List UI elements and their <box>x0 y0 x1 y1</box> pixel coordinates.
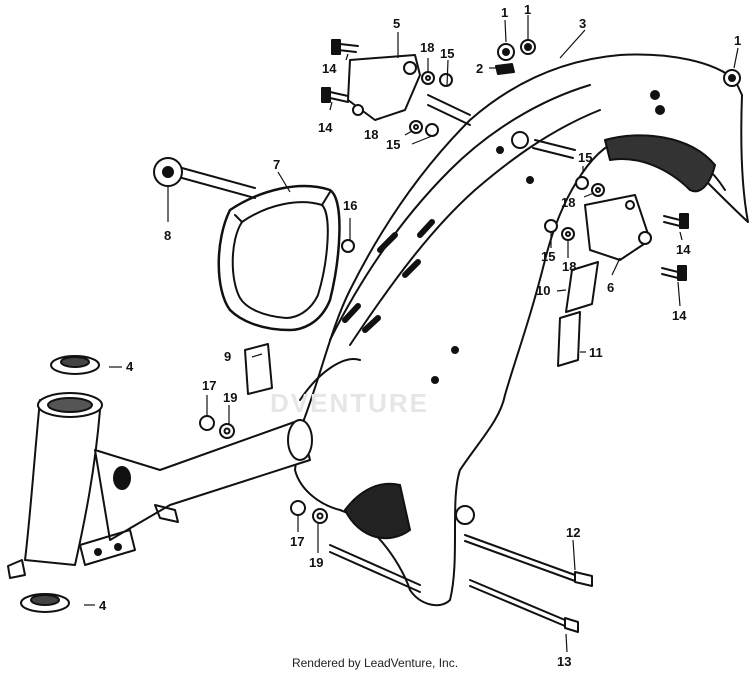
frame-hole <box>451 346 459 354</box>
callout-19: 19 <box>309 555 324 570</box>
washer <box>409 120 423 134</box>
nut <box>341 239 355 253</box>
callout-4: 4 <box>99 598 107 613</box>
knob-rod <box>181 177 256 199</box>
washer <box>591 183 605 197</box>
callout-15: 15 <box>578 150 593 165</box>
nut <box>439 73 453 87</box>
nut <box>199 415 215 431</box>
mount-shade <box>344 482 411 540</box>
bracket-left <box>347 54 421 121</box>
callout-15: 15 <box>440 46 455 61</box>
long-bolt-upper <box>464 534 576 582</box>
washer <box>219 423 235 439</box>
callout-9: 9 <box>224 349 232 364</box>
nut <box>544 219 558 233</box>
callout-18: 18 <box>561 195 576 210</box>
nut <box>290 500 306 516</box>
callout-15: 15 <box>386 137 401 152</box>
frame-hole <box>496 146 504 154</box>
callout-6: 6 <box>607 280 615 295</box>
frame-hole <box>650 90 660 100</box>
frame-slot <box>342 219 435 333</box>
long-bolt-lower <box>469 579 566 627</box>
callout-13: 13 <box>557 654 572 669</box>
stand-lug <box>154 504 179 523</box>
washer <box>561 227 575 241</box>
nut <box>425 123 439 137</box>
steering-head-bore <box>47 397 93 413</box>
callout-14: 14 <box>672 308 687 323</box>
callout-11: 11 <box>589 345 603 360</box>
callout-16: 16 <box>343 198 358 213</box>
washer <box>312 508 328 524</box>
frame-rib <box>299 358 361 401</box>
callout-1: 1 <box>734 33 742 48</box>
bracket-right <box>584 194 651 261</box>
fender-shade <box>604 134 716 193</box>
gusset-bracket <box>79 529 136 566</box>
callout-14: 14 <box>322 61 337 76</box>
callout-14: 14 <box>318 120 333 135</box>
label-9 <box>244 343 273 395</box>
callout-2: 2 <box>476 61 484 76</box>
bottom-tab <box>7 559 26 579</box>
callout-4: 4 <box>126 359 134 374</box>
label-11 <box>557 311 581 367</box>
callout-3: 3 <box>579 16 587 31</box>
down-tube <box>94 419 311 541</box>
stud <box>427 94 471 126</box>
clip <box>495 63 515 75</box>
tube-end <box>287 419 313 461</box>
frame-rib <box>349 109 601 346</box>
washer <box>421 71 435 85</box>
callout-18: 18 <box>364 127 379 142</box>
callout-12: 12 <box>566 525 581 540</box>
frame-rib <box>329 84 591 341</box>
gusset-hole <box>113 466 131 490</box>
callout-14: 14 <box>676 242 691 257</box>
pivot-boss <box>455 505 475 525</box>
callout-1: 1 <box>501 5 509 20</box>
nut <box>575 176 589 190</box>
label-10 <box>565 261 599 313</box>
frame-hole <box>431 376 439 384</box>
callout-15: 15 <box>541 249 556 264</box>
watermark: DVENTURE <box>270 388 430 418</box>
callout-10: 10 <box>536 283 551 298</box>
callout-17: 17 <box>290 534 305 549</box>
stud <box>532 139 576 159</box>
callout-18: 18 <box>562 259 577 274</box>
frame-hole <box>526 176 534 184</box>
stud-head <box>511 131 529 149</box>
render-credit: Rendered by LeadVenture, Inc. <box>291 656 459 670</box>
callout-7: 7 <box>273 157 281 172</box>
steering-head <box>24 399 101 566</box>
frame-hole <box>655 105 665 115</box>
callout-19: 19 <box>223 390 238 405</box>
callout-1: 1 <box>524 2 532 17</box>
callout-17: 17 <box>202 378 217 393</box>
callout-5: 5 <box>393 16 401 31</box>
callout-8: 8 <box>164 228 172 243</box>
callout-18: 18 <box>420 40 435 55</box>
